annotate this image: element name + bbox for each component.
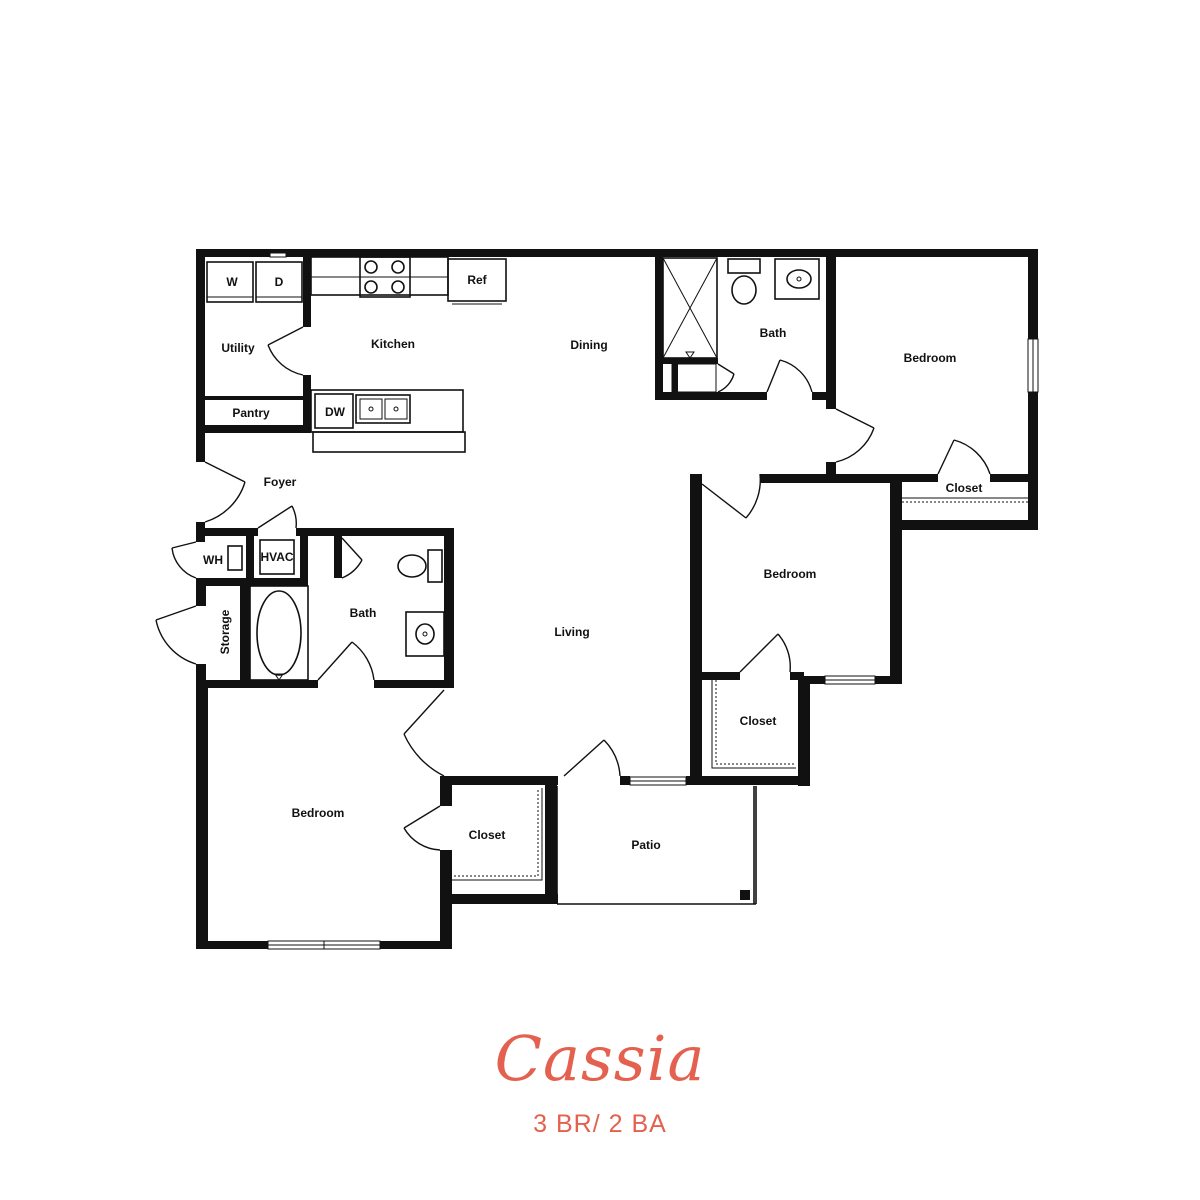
doors [155,326,991,851]
refrigerator-icon [447,258,507,302]
patio-outline [556,786,757,905]
laundry-fixtures [206,261,303,303]
stove-icon [359,256,411,298]
washer-icon [206,261,254,303]
plan-name: Cassia [494,1022,706,1095]
sink-icon [355,394,411,424]
closet-shelves [446,497,1028,881]
hvac-label: HVAC [260,550,293,564]
east-closet-label: Closet [946,481,983,495]
utility-label: Utility [221,341,255,355]
bathtub-icon [249,585,309,681]
room-labels: W D Ref Utility Kitchen Dining Pantry DW… [203,273,982,852]
windows [267,252,1039,950]
master-bath-fixtures [662,257,820,393]
dryer-icon [255,261,303,303]
middle-closet-label: Closet [740,714,777,728]
middle-bedroom-label: Bedroom [764,567,817,581]
toilet-icon [397,554,427,578]
kitchen-fixtures [310,256,507,453]
washer-label: W [226,275,238,289]
toilet-icon [731,275,757,305]
vanity-icon [405,611,445,657]
hvac-icon [259,539,295,575]
walls [196,249,1038,949]
vanity-icon [774,258,820,300]
southwest-closet-label: Closet [469,828,506,842]
dining-label: Dining [570,338,607,352]
water-heater-label: WH [203,553,223,567]
dishwasher-label: DW [325,405,346,419]
toilet-tank-icon [727,258,761,274]
pantry-label: Pantry [232,406,270,420]
storage-label: Storage [218,609,232,654]
toilet-tank-icon [427,549,443,583]
hall-bath-label: Bath [350,606,377,620]
kitchen-label: Kitchen [371,337,415,351]
water-heater-icon [227,545,243,571]
foyer-label: Foyer [264,475,297,489]
southwest-bedroom-label: Bedroom [292,806,345,820]
master-bath-label: Bath [760,326,787,340]
dishwasher-icon [314,393,354,429]
dryer-label: D [275,275,284,289]
east-bedroom-label: Bedroom [904,351,957,365]
patio-label: Patio [631,838,660,852]
living-label: Living [554,625,589,639]
refrigerator-label: Ref [467,273,487,287]
hall-bath-fixtures [227,539,445,681]
plan-summary: 3 BR/ 2 BA [533,1110,667,1138]
